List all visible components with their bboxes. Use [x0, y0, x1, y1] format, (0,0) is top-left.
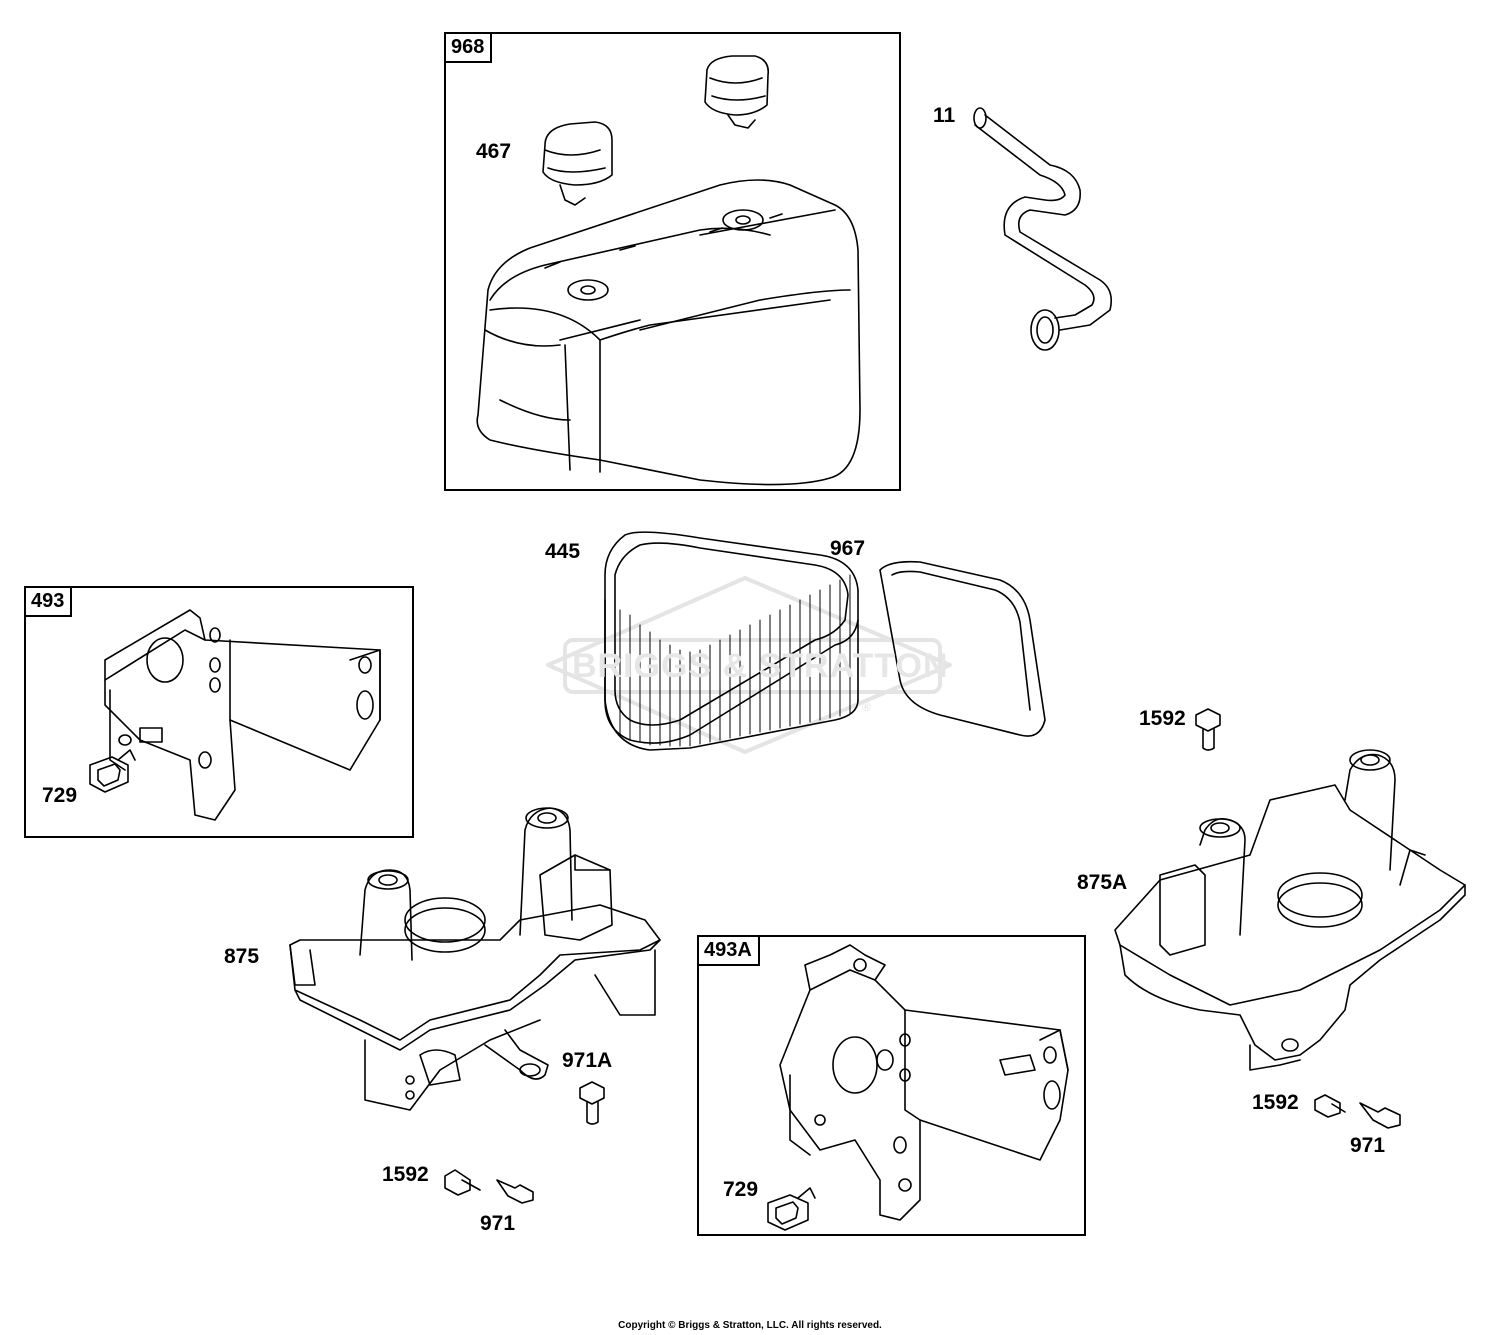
screw-1592-875	[444, 1169, 481, 1196]
callout-729-b: 729	[723, 1178, 759, 1201]
watermark-logo	[546, 576, 952, 754]
air-filter-445	[604, 531, 859, 751]
watermark-text: BRIGGS & STRATTON	[572, 647, 949, 685]
group-label-968: 968	[446, 34, 493, 63]
bracket-493	[104, 609, 381, 821]
bracket-493A	[779, 944, 1069, 1221]
knob-upper	[704, 55, 770, 129]
base-875A	[1114, 749, 1466, 1071]
callout-875A: 875A	[1077, 871, 1128, 894]
callout-875: 875	[224, 945, 260, 968]
group-label-493A: 493A	[699, 937, 760, 966]
breather-tube	[973, 107, 1113, 351]
screw-971A	[579, 1081, 605, 1125]
clip-729-a	[89, 749, 136, 793]
callout-971-875: 971	[480, 1212, 516, 1235]
callout-729-a: 729	[42, 784, 78, 807]
group-box-493	[24, 586, 414, 838]
callout-467: 467	[476, 140, 512, 163]
screw-1592-top	[1195, 708, 1221, 751]
pre-cleaner-967	[879, 560, 1046, 737]
screw-971-875A	[1359, 1102, 1401, 1129]
callout-967: 967	[830, 537, 866, 560]
screw-971-875	[496, 1179, 534, 1204]
base-875	[289, 807, 661, 1111]
group-box-493A	[697, 935, 1086, 1236]
callout-1592-875A: 1592	[1252, 1091, 1299, 1114]
knob-467	[542, 121, 613, 206]
callout-971A: 971A	[562, 1049, 613, 1072]
group-label-493: 493	[26, 588, 73, 617]
copyright-notice: Copyright © Briggs & Stratton, LLC. All …	[618, 1320, 882, 1331]
callout-1592-top: 1592	[1139, 707, 1186, 730]
callout-1592-875: 1592	[382, 1163, 429, 1186]
air-cleaner-cover	[476, 179, 861, 486]
screw-1592-875A	[1314, 1094, 1346, 1118]
clip-729-b	[767, 1187, 816, 1231]
watermark-registered: ®	[862, 700, 872, 714]
callout-445: 445	[545, 540, 581, 563]
callout-11: 11	[933, 104, 956, 127]
callout-971-875A: 971	[1350, 1134, 1386, 1157]
group-box-968	[444, 32, 901, 491]
filter-pleats	[619, 574, 851, 747]
